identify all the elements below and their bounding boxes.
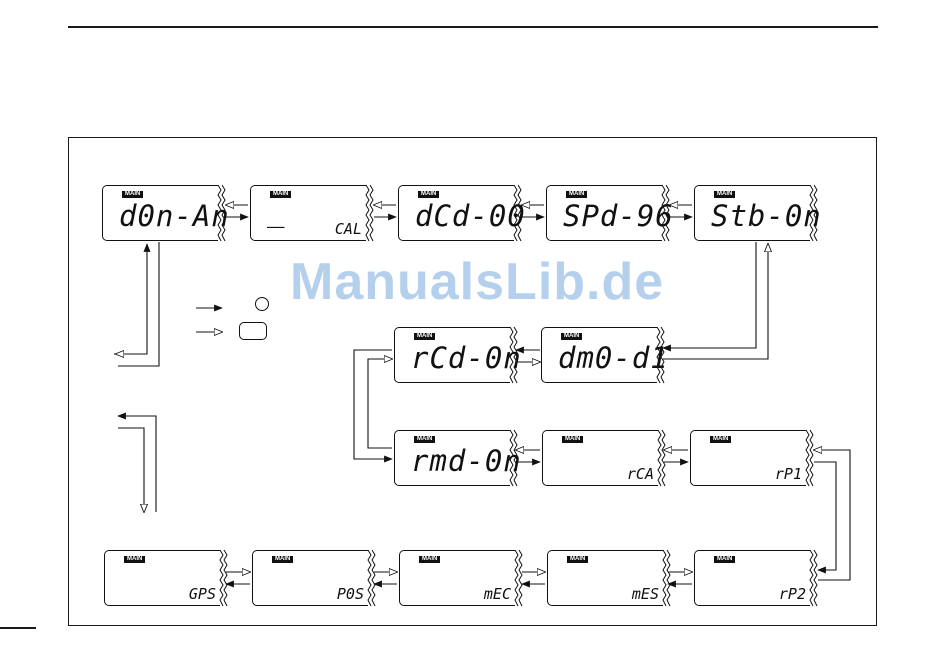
flow-arrows — [0, 0, 950, 672]
